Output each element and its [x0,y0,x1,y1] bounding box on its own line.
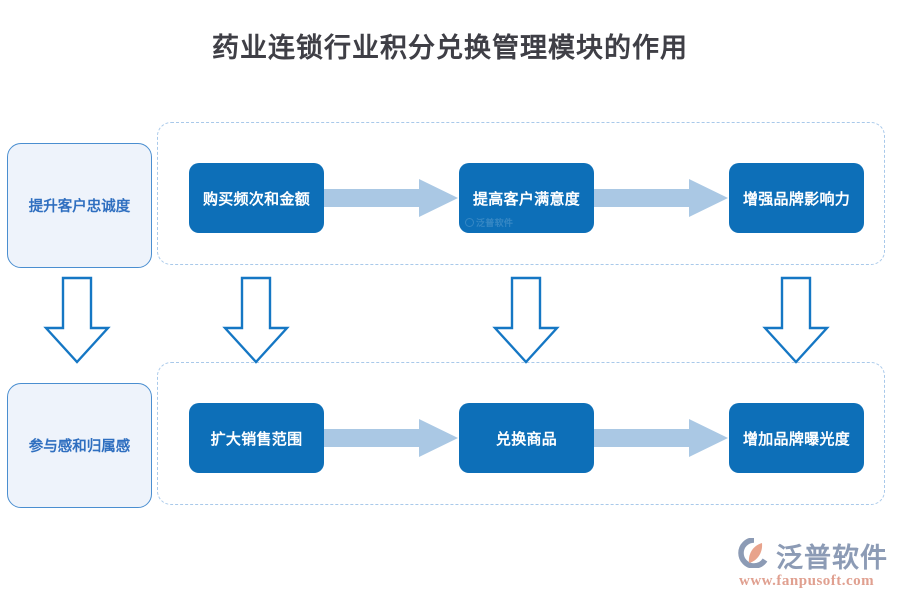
arrow-down-icon [222,276,290,364]
watermark-text: 泛普软件 [476,218,514,228]
fanpu-logo-icon [737,537,771,573]
arrow-right-icon [324,418,459,458]
process-box-customer-satisfaction[interactable]: 提高客户满意度 泛普软件 [459,163,594,233]
brand-logo-url: www.fanpusoft.com [739,573,875,589]
process-box-redeem-goods[interactable]: 兑换商品 [459,403,594,473]
process-box-label: 增加品牌曝光度 [742,430,851,448]
process-box-brand-influence[interactable]: 增强品牌影响力 [729,163,864,233]
process-box-label: 增强品牌影响力 [742,190,851,208]
side-box-customer-loyalty[interactable]: 提升客户忠诚度 [7,143,152,268]
side-box-label: 参与感和归属感 [28,439,131,455]
arrow-right-icon [594,418,729,458]
page-title: 药业连锁行业积分兑换管理模块的作用 [212,33,688,63]
side-box-engagement-belonging[interactable]: 参与感和归属感 [7,383,152,508]
process-box-label: 购买频次和金额 [202,190,311,208]
arrow-right-icon [324,178,459,218]
arrow-right-icon [594,178,729,218]
side-box-label: 提升客户忠诚度 [28,199,131,215]
dashed-group-bottom [157,362,885,505]
process-box-label: 提高客户满意度 [472,190,581,208]
brand-logo-name: 泛普软件 [776,543,888,574]
process-box-expand-sales-scope[interactable]: 扩大销售范围 [189,403,324,473]
box-watermark: 泛普软件 [465,216,513,229]
process-box-brand-exposure[interactable]: 增加品牌曝光度 [729,403,864,473]
process-box-purchase-frequency[interactable]: 购买频次和金额 [189,163,324,233]
watermark-ring-icon [465,218,474,227]
dashed-group-top [157,122,885,265]
brand-logo: 泛普软件 www.fanpusoft.com [737,536,888,590]
process-box-label: 兑换商品 [495,430,558,448]
brand-logo-row: 泛普软件 [737,536,888,575]
arrow-down-icon [43,276,111,364]
arrow-down-icon [762,276,830,364]
arrow-down-icon [492,276,560,364]
process-box-label: 扩大销售范围 [210,430,303,448]
